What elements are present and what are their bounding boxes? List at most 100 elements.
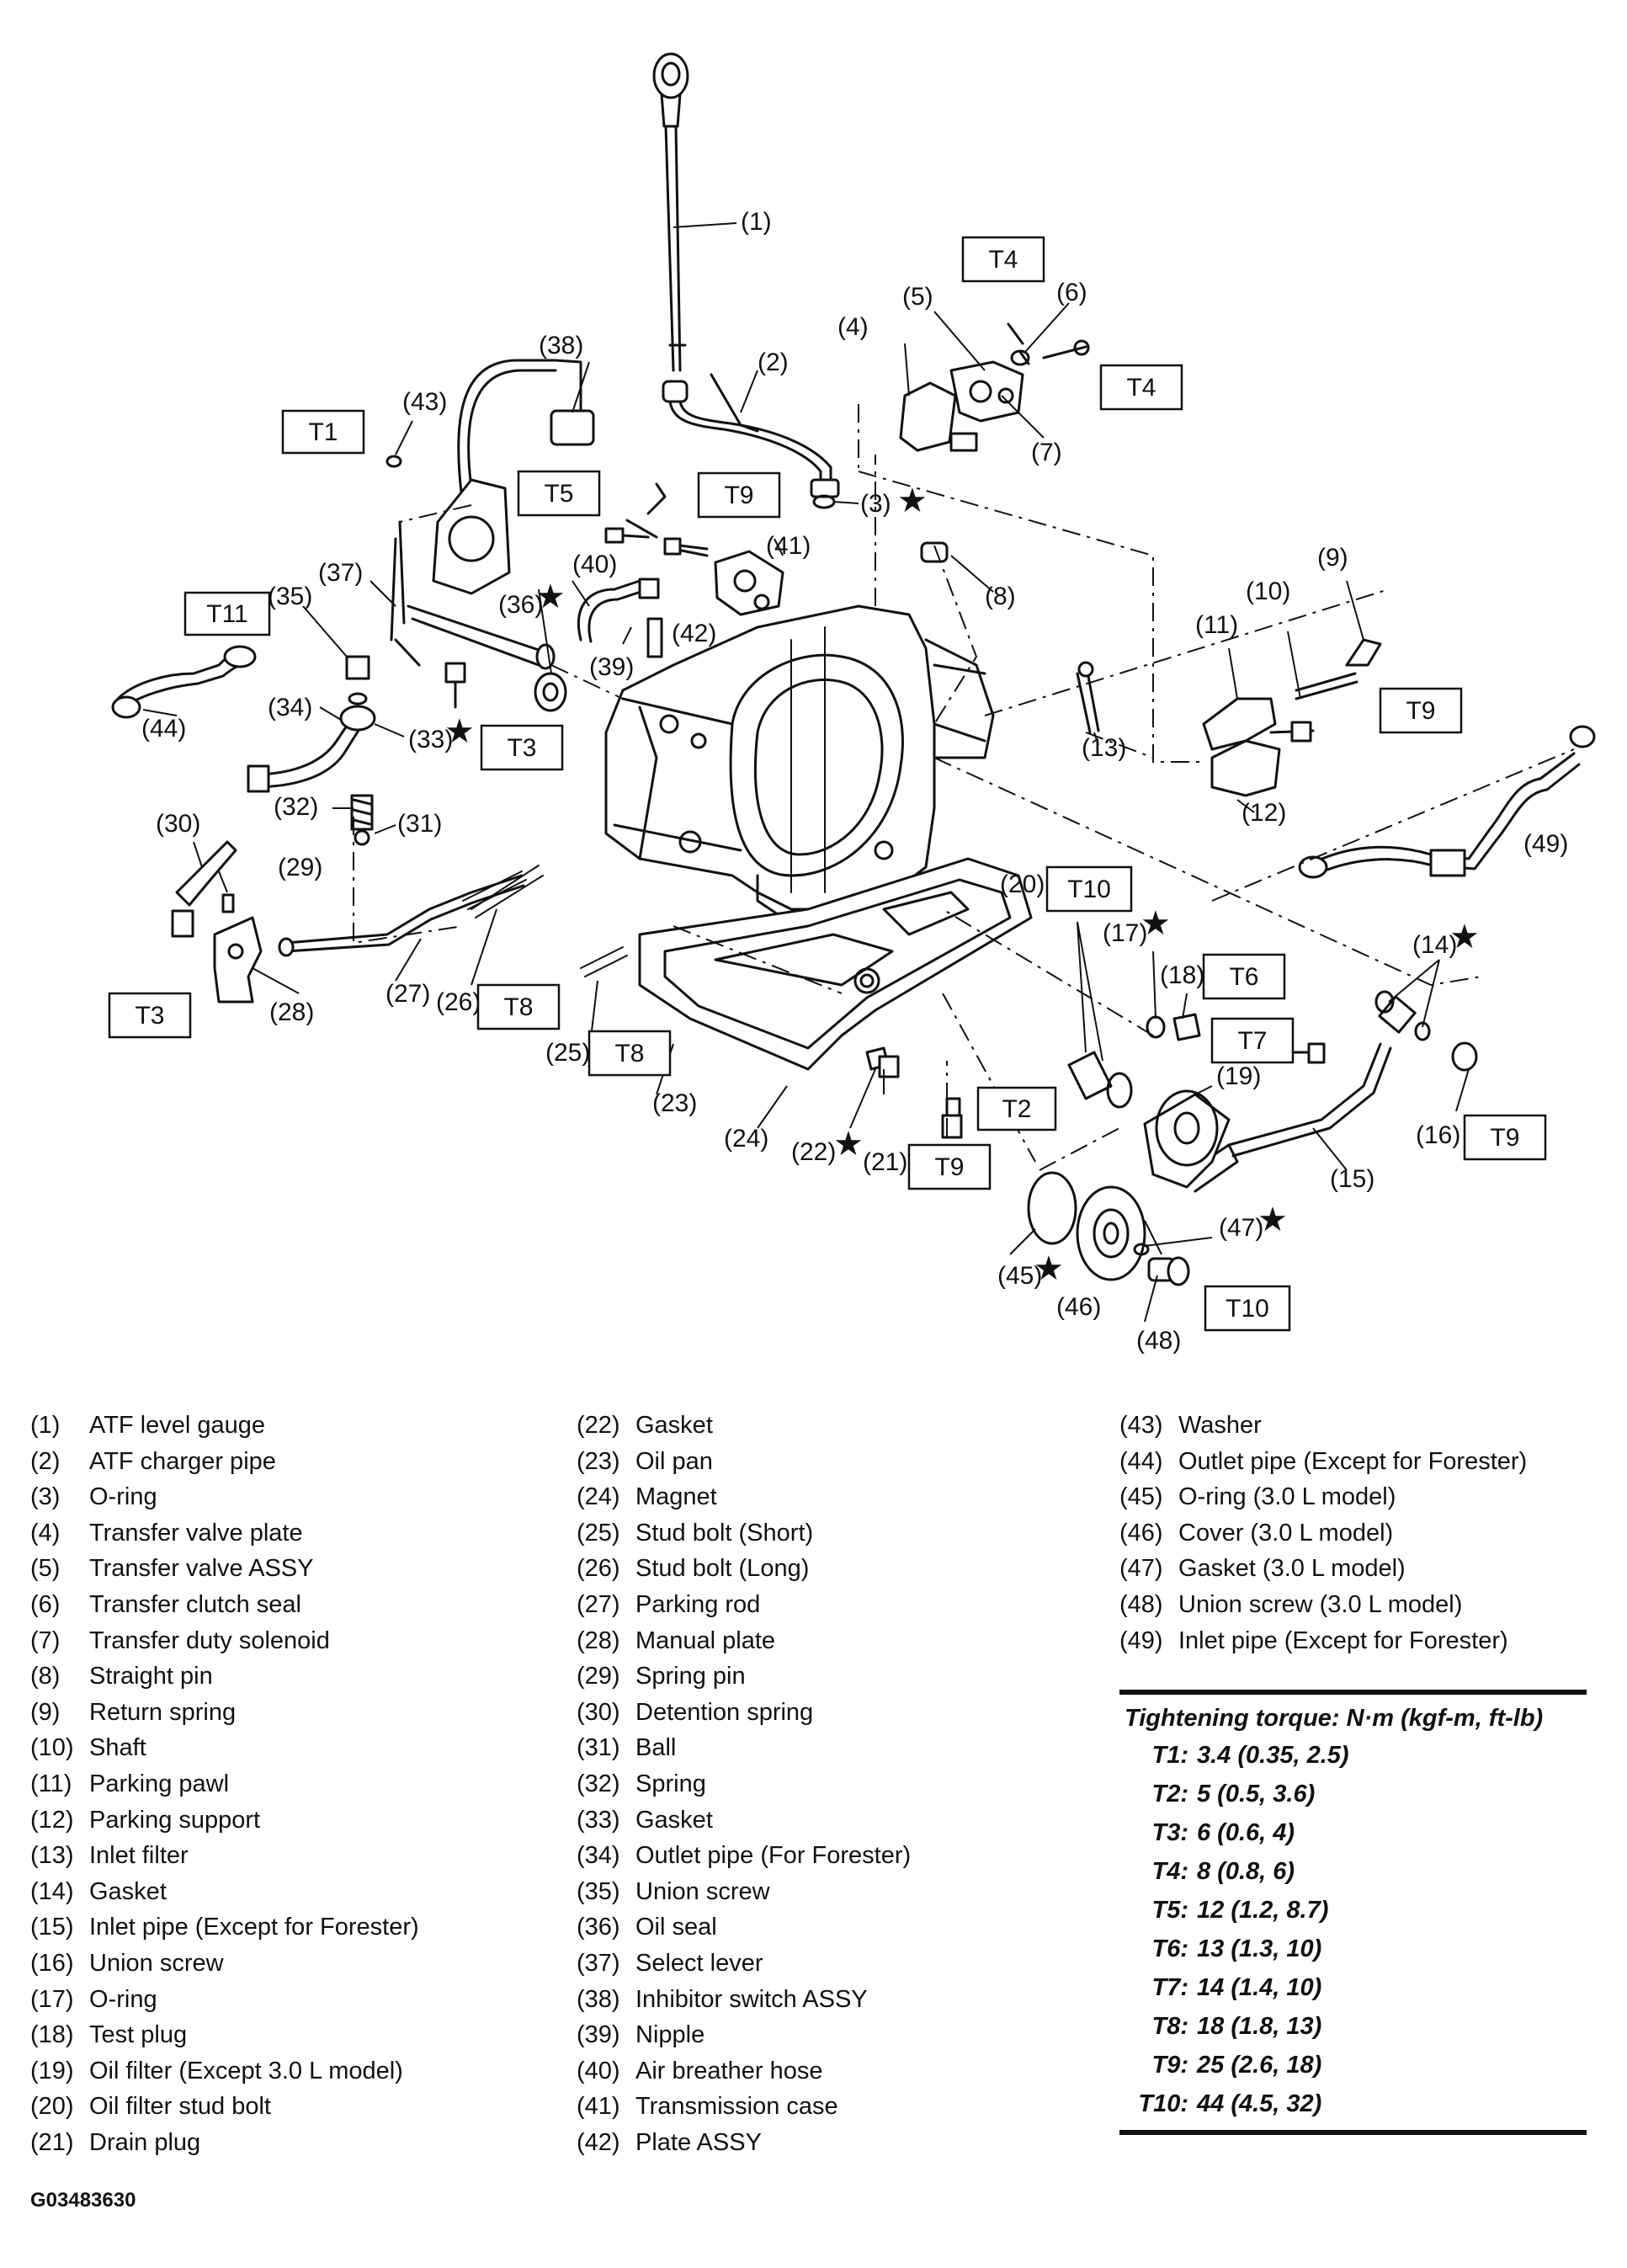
legend-item-number: (4): [30, 1519, 61, 1547]
legend-item-name: Transfer clutch seal: [89, 1590, 301, 1618]
legend-item: (43)Washer: [1119, 1408, 1527, 1444]
torque-value: 6 (0.6, 4): [1197, 1819, 1295, 1846]
callout-9: (9): [1317, 544, 1348, 572]
callout-3: (3): [860, 490, 891, 518]
legend-item-number: (28): [577, 1626, 620, 1654]
svg-text:T5: T5: [544, 480, 573, 508]
torque-row: T8:18 (1.8, 13): [1119, 2007, 1587, 2046]
star-33: ★: [444, 713, 475, 750]
star-17: ★: [1140, 905, 1171, 942]
legend-item-name: O-ring (3.0 L model): [1178, 1483, 1396, 1511]
exploded-view-diagram: (1) (2) (3) (4) (5) (6) (7) (8) (9) (10)…: [108, 52, 1596, 1355]
tag-t8-lower: T8: [588, 1030, 672, 1077]
legend-item: (49) Inlet pipe (Except for Forester): [1119, 1623, 1527, 1659]
tag-t7: T7: [1210, 1017, 1295, 1064]
callout-35: (35): [268, 583, 312, 610]
legend-item-number: (5): [30, 1555, 61, 1583]
callout-21: (21): [863, 1148, 907, 1176]
torque-code: T9:: [1151, 2052, 1189, 2079]
legend-item: (22)Gasket: [577, 1408, 911, 1444]
legend-item: (20)Oil filter stud bolt: [30, 2089, 419, 2125]
outlet-pipe-34-drawing: [247, 705, 376, 793]
legend-item-number: (21): [30, 2128, 74, 2156]
callout-39: (39): [589, 653, 634, 681]
legend-item-name: Oil pan: [635, 1447, 713, 1475]
legend-item-name: ATF level gauge: [89, 1412, 266, 1439]
legend-item-number: (12): [30, 1806, 74, 1834]
callout-15: (15): [1330, 1165, 1374, 1193]
legend-item-name: Parking pawl: [89, 1770, 230, 1797]
tag-t9-parking: T9: [1379, 687, 1463, 734]
torque-row: T5:12 (1.2, 8.7): [1119, 1891, 1587, 1930]
legend-item-name: Spring: [635, 1770, 706, 1797]
torque-code: T5:: [1151, 1897, 1189, 1924]
svg-text:T9: T9: [724, 482, 753, 509]
callout-36: (36): [498, 591, 543, 619]
callout-23: (23): [652, 1089, 697, 1117]
legend-item-number: (41): [577, 2093, 620, 2121]
transfer-valve-drawing: [899, 322, 1090, 452]
torque-row: T2:5 (0.5, 3.6): [1119, 1775, 1587, 1813]
legend-item: (25)Stud bolt (Short): [577, 1515, 911, 1552]
legend-item-name: Inlet filter: [89, 1842, 189, 1870]
legend-item-name: Manual plate: [635, 1626, 776, 1654]
legend-item-number: (25): [577, 1519, 620, 1547]
legend-item: (6) Transfer clutch seal: [30, 1587, 419, 1623]
legend-item-name: Gasket (3.0 L model): [1178, 1555, 1406, 1583]
legend-item-number: (23): [577, 1447, 620, 1475]
parts-legend-column-2: (22)Gasket(23)Oil pan(24)Magnet(25)Stud …: [577, 1408, 911, 2160]
torque-code: T1:: [1151, 1742, 1189, 1769]
torque-title: Tightening torque: N·m (kgf-m, ft-lb): [1125, 1705, 1544, 1732]
legend-item-number: (49): [1119, 1626, 1163, 1654]
svg-text:T4: T4: [988, 246, 1018, 274]
tag-t9-plate: T9: [697, 471, 781, 519]
legend-item: (29)Spring pin: [577, 1658, 911, 1695]
callout-28: (28): [269, 998, 314, 1026]
tag-t3-upper: T3: [480, 724, 564, 771]
torque-value: 5 (0.5, 3.6): [1197, 1781, 1316, 1807]
atf-level-gauge-drawing: [652, 52, 689, 372]
torque-code: T8:: [1151, 2013, 1189, 2040]
tag-t3-lower: T3: [108, 992, 192, 1039]
legend-item-number: (6): [30, 1590, 61, 1618]
legend-item: (4)Transfer valve plate: [30, 1515, 419, 1552]
tag-t4-upper: T4: [961, 236, 1045, 283]
legend-item: (32)Spring: [577, 1766, 911, 1802]
inlet-pipe-49-drawing: [1298, 725, 1596, 879]
legend-item-number: (36): [577, 1914, 620, 1941]
callout-27: (27): [385, 980, 430, 1008]
callout-6: (6): [1056, 279, 1087, 306]
callout-22: (22): [791, 1138, 836, 1166]
legend-item-name: Oil seal: [635, 1914, 717, 1941]
legend-item-name: Select lever: [635, 1949, 763, 1977]
callout-16: (16): [1416, 1121, 1460, 1149]
svg-text:T8: T8: [614, 1040, 644, 1067]
legend-item-number: (35): [577, 1877, 620, 1905]
svg-text:T1: T1: [308, 418, 338, 446]
legend-item: (23) Oil pan: [577, 1444, 911, 1480]
inlet-pipe-15-drawing: [1177, 990, 1478, 1193]
torque-code: T3:: [1151, 1819, 1189, 1846]
callout-32: (32): [274, 793, 318, 821]
callout-31: (31): [397, 810, 442, 838]
callout-26: (26): [436, 988, 481, 1016]
tag-t8-upper: T8: [476, 983, 561, 1030]
legend-item-number: (33): [577, 1806, 620, 1834]
legend-item: (11)Parking pawl: [30, 1766, 419, 1802]
parts-legend-column-1: (1)ATF level gauge(2)ATF charger pipe(3)…: [30, 1408, 419, 2160]
callout-46: (46): [1056, 1293, 1101, 1321]
replace-stars: ★ ★ ★ ★ ★ ★ ★ ★: [444, 482, 1480, 1287]
legend-item-number: (29): [577, 1663, 620, 1690]
legend-item-number: (1): [30, 1412, 61, 1439]
legend-item-number: (9): [30, 1698, 61, 1726]
svg-text:T7: T7: [1237, 1027, 1267, 1055]
legend-item: (19)Oil filter (Except 3.0 L model): [30, 2053, 419, 2090]
star-3: ★: [897, 482, 928, 519]
legend-item-name: Oil filter (Except 3.0 L model): [89, 2057, 403, 2084]
legend-item-name: Drain plug: [89, 2128, 201, 2156]
legend-item-name: Inlet pipe (Except for Forester): [1178, 1626, 1508, 1654]
torque-value: 25 (2.6, 18): [1197, 2052, 1322, 2079]
tag-t9-drain: T9: [907, 1143, 992, 1190]
callout-24: (24): [724, 1125, 768, 1153]
torque-tags: T1 T2 T3 T3 T4 T4 T5 T6: [108, 236, 1547, 1332]
